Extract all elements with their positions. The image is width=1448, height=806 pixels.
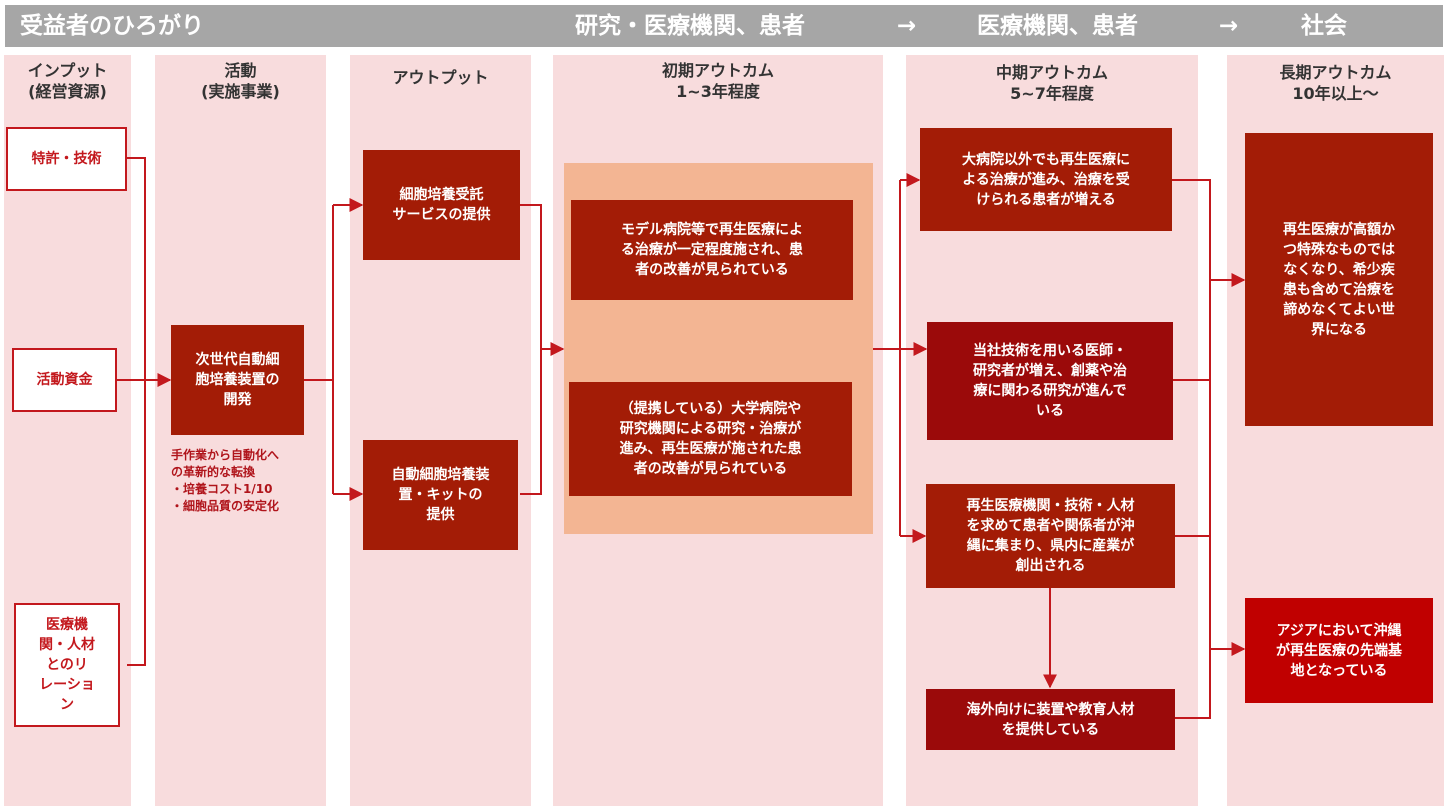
header-long-outcome: 長期アウトカム 10年以上～ <box>1279 63 1392 103</box>
banner-stage-medical: 医療機関、患者 <box>977 13 1138 39</box>
activity-note: 手作業から自動化へ の革新的な転換 ・培養コスト1/10 ・細胞品質の安定化 <box>171 448 280 513</box>
banner-arrow-2: → <box>1219 13 1239 39</box>
connector-inputs-bracket <box>127 157 146 666</box>
header-output: アウトプット <box>392 68 489 87</box>
connector-mid-long <box>1172 179 1211 719</box>
input-funding: 活動資金 <box>12 348 117 412</box>
mid-outcome-researchers: 当社技術を用いる医師・ 研究者が増え、創薬や治 療に関わる研究が進んで いる <box>927 322 1173 440</box>
header-input: インプット (経営資源) <box>27 61 108 101</box>
banner-stage-society: 社会 <box>1301 13 1347 39</box>
input-patent-technology: 特許・技術 <box>6 127 127 191</box>
header-short-outcome: 初期アウトカム 1~3年程度 <box>661 61 774 101</box>
banner-stage-research: 研究・医療機関、患者 <box>575 13 805 39</box>
banner-arrow-1: → <box>897 13 917 39</box>
mid-outcome-okinawa-industry: 再生医療機関・技術・人材 を求めて患者や関係者が沖 縄に集まり、県内に産業が 創… <box>926 484 1175 588</box>
header-mid-outcome: 中期アウトカム 5~7年程度 <box>995 63 1108 103</box>
header-activity: 活動 (実施事業) <box>201 61 280 101</box>
output-device-kit: 自動細胞培養装 置・キットの 提供 <box>363 440 518 550</box>
banner-title: 受益者のひろがり <box>20 13 204 39</box>
beneficiary-banner: 受益者のひろがり 研究・医療機関、患者 → 医療機関、患者 → 社会 <box>5 5 1443 47</box>
long-outcome-society: 再生医療が高額か つ特殊なものでは なくなり、希少疾 患も含めて治療を 諦めなく… <box>1245 133 1433 426</box>
short-outcome-model-hospital: モデル病院等で再生医療によ る治療が一定程度施され、患 者の改善が見られている <box>571 200 853 300</box>
mid-outcome-overseas: 海外向けに装置や教育人材 を提供している <box>926 689 1175 750</box>
activity-device-development: 次世代自動細 胞培養装置の 開発 <box>171 325 304 435</box>
output-culture-service: 細胞培養受託 サービスの提供 <box>363 150 520 260</box>
long-outcome-asia-hub: アジアにおいて沖縄 が再生医療の先端基 地となっている <box>1245 598 1433 703</box>
input-medical-relations: 医療機 関・人材 とのリ レーショ ン <box>14 603 120 727</box>
mid-outcome-beyond-hospitals: 大病院以外でも再生医療に よる治療が進み、治療を受 けられる患者が増える <box>920 128 1172 231</box>
connector-outputs-bracket <box>520 204 542 495</box>
short-outcome-university: （提携している）大学病院や 研究機関による研究・治療が 進み、再生医療が施された… <box>569 382 852 496</box>
